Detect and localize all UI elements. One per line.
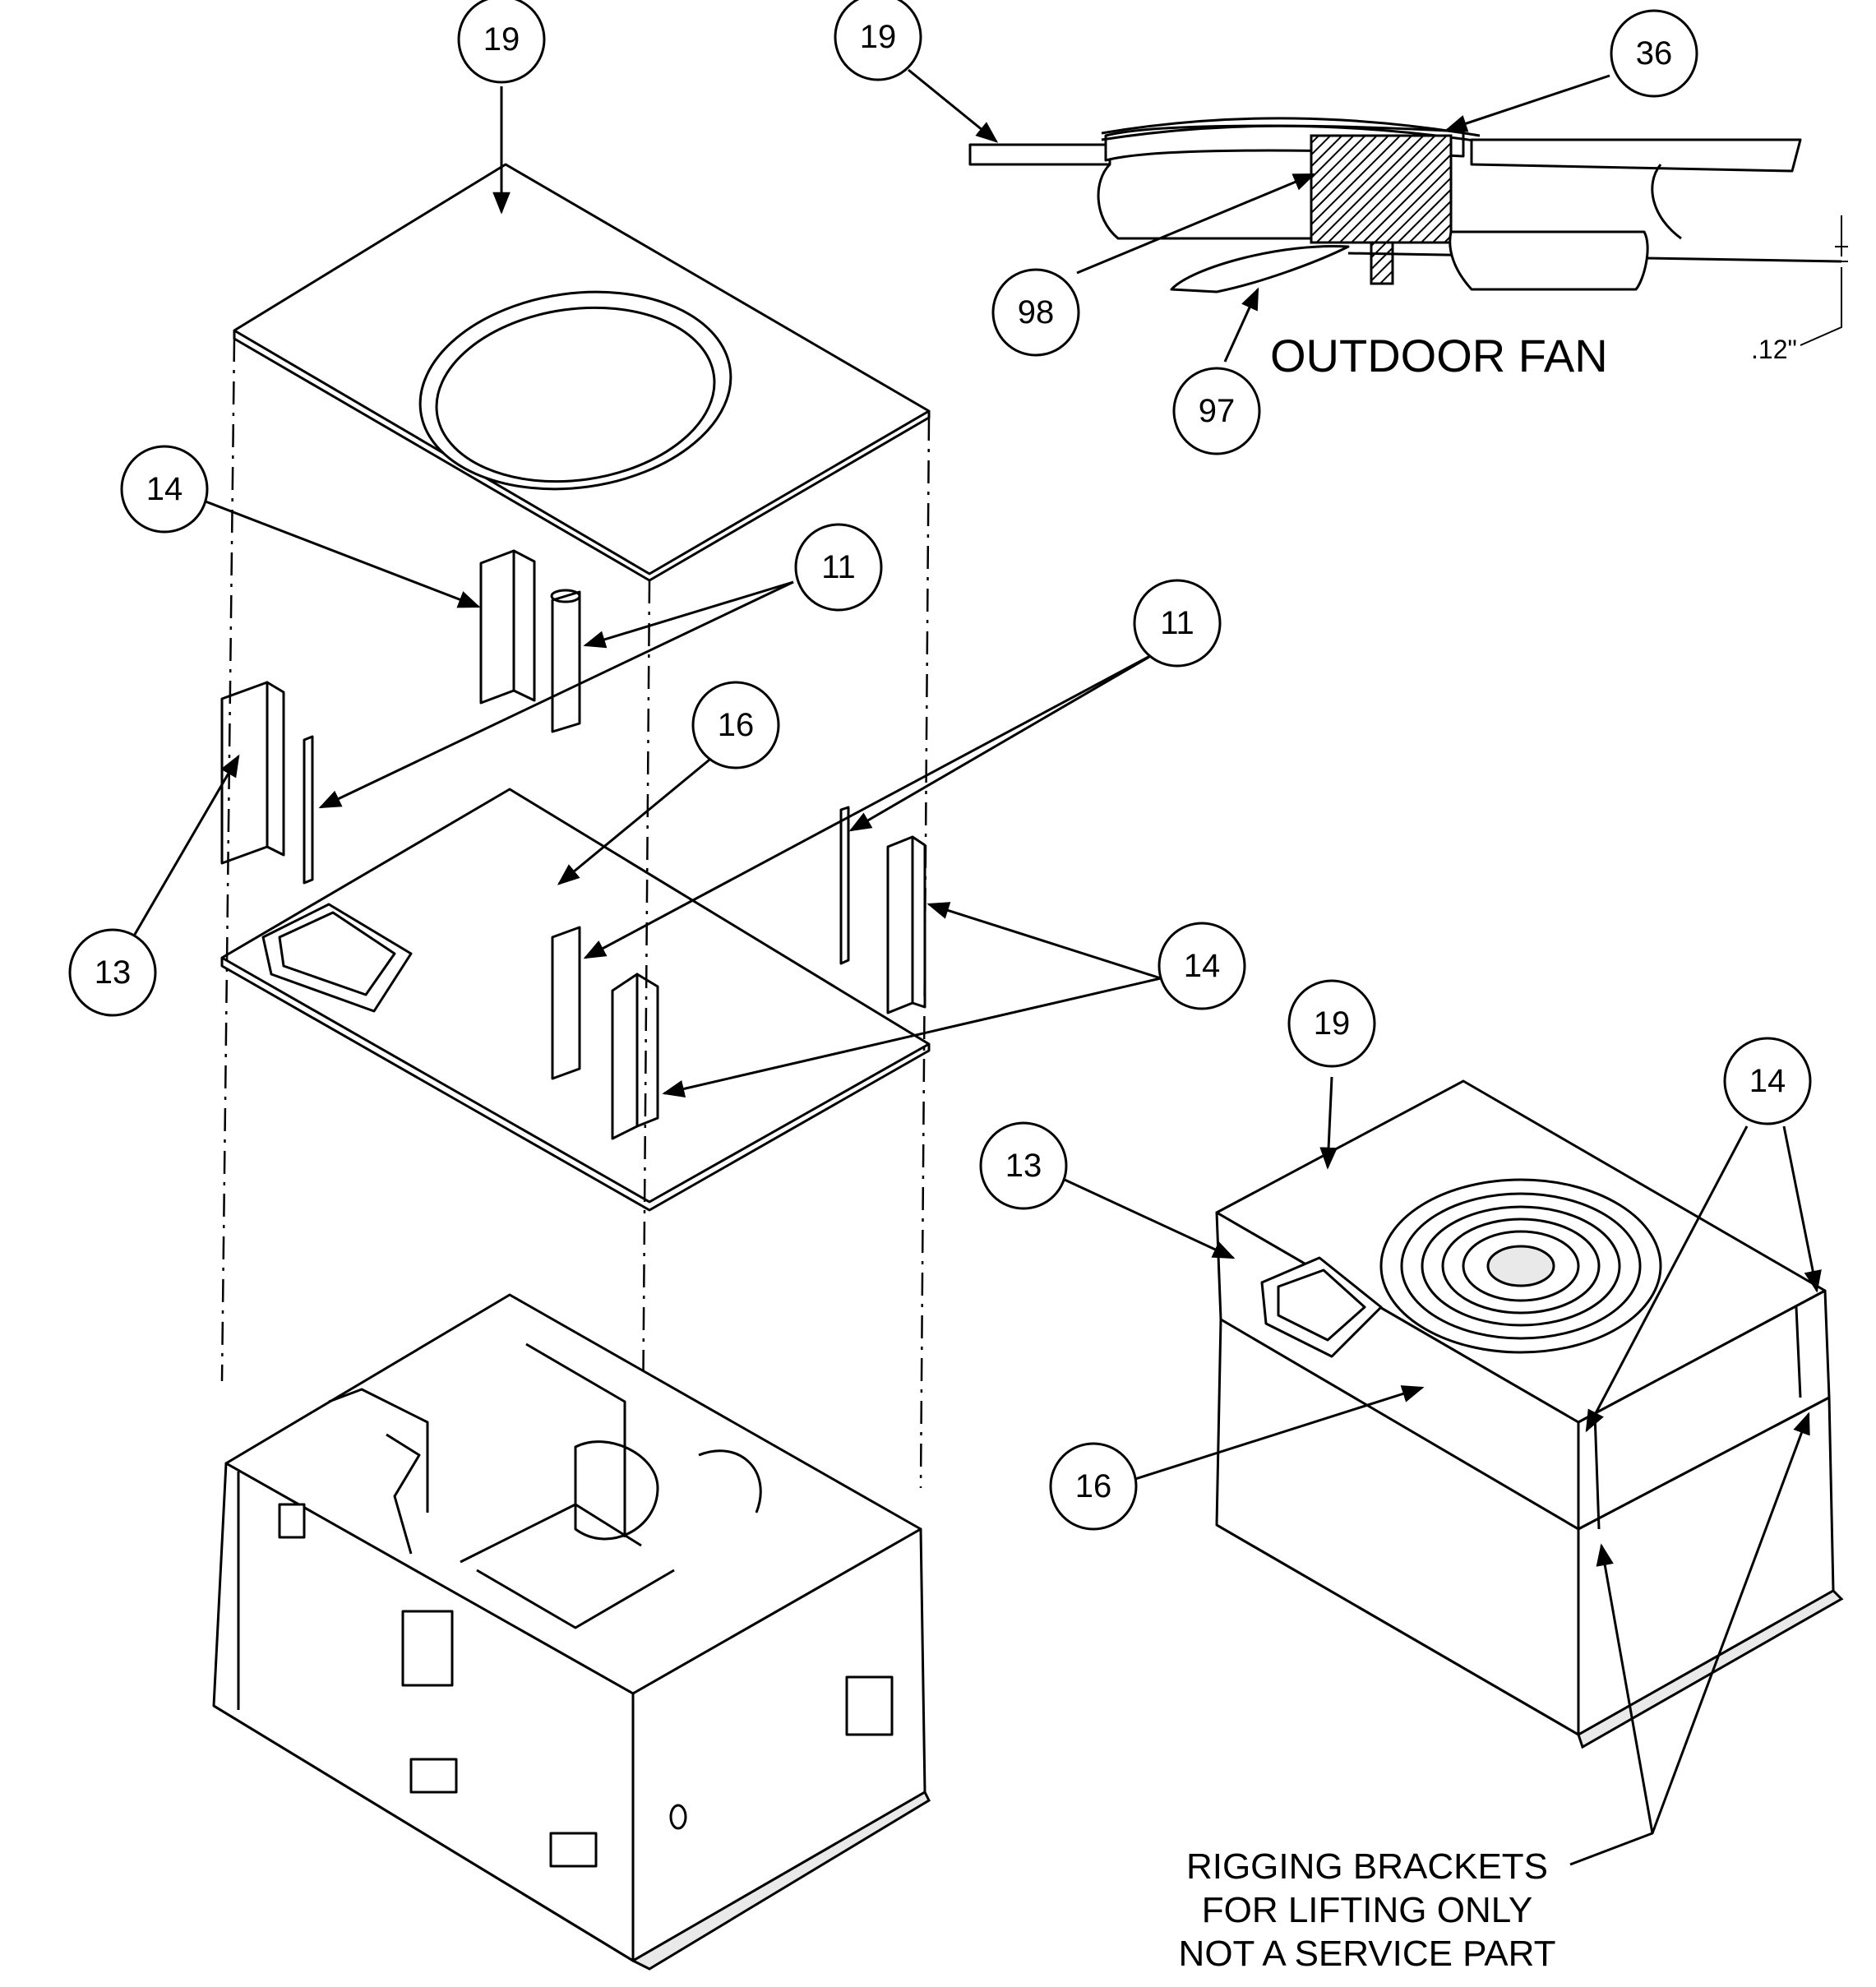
fan-motor — [1310, 134, 1453, 244]
callout-19-fan: 19 — [834, 0, 922, 81]
callout-11-right: 11 — [1133, 579, 1222, 668]
outdoor-fan-title: OUTDOOR FAN — [1270, 330, 1608, 381]
assembled-unit — [1215, 1079, 1844, 1749]
svg-text:19: 19 — [860, 19, 897, 55]
corner-post-left — [220, 681, 314, 885]
note-line-3: NOT A SERVICE PART — [1179, 1934, 1556, 1974]
callout-19-top: 19 — [457, 0, 546, 84]
callout-98: 98 — [991, 268, 1080, 357]
callout-13-assembled: 13 — [979, 1121, 1068, 1210]
svg-text:11: 11 — [821, 549, 856, 585]
svg-text:16: 16 — [718, 707, 755, 743]
fan-dimension-label: .12" — [1751, 335, 1797, 364]
callout-14-assembled: 14 — [1723, 1037, 1812, 1125]
callout-19-assembled: 19 — [1287, 979, 1376, 1068]
rigging-note: RIGGING BRACKETS FOR LIFTING ONLY NOT A … — [1179, 1846, 1556, 1974]
svg-text:14: 14 — [1184, 948, 1221, 984]
svg-text:98: 98 — [1018, 294, 1055, 330]
callout-16-exploded: 16 — [691, 681, 780, 769]
svg-text:19: 19 — [483, 21, 520, 58]
base-unit — [212, 1293, 931, 1971]
svg-text:13: 13 — [95, 954, 132, 991]
filler-strip-upper — [550, 589, 581, 733]
fan-blade-left — [1170, 244, 1350, 293]
corner-post-upper-left — [479, 549, 536, 705]
callout-14-upper-left: 14 — [120, 445, 209, 534]
top-panel — [233, 163, 931, 582]
fan-blade-right — [1449, 230, 1649, 291]
callout-14-right: 14 — [1157, 922, 1246, 1010]
corner-post-right — [839, 806, 926, 1014]
outdoor-fan-detail: .12" OUTDOOR FAN — [968, 117, 1848, 381]
callout-36: 36 — [1610, 9, 1698, 98]
leader-lines — [132, 68, 1822, 1866]
callout-16-assembled: 16 — [1049, 1442, 1138, 1531]
svg-text:97: 97 — [1199, 393, 1236, 429]
callout-13-exploded: 13 — [68, 928, 157, 1017]
callout-11-upper: 11 — [794, 523, 883, 612]
svg-text:16: 16 — [1075, 1468, 1112, 1504]
svg-text:36: 36 — [1636, 35, 1673, 72]
svg-text:14: 14 — [1749, 1063, 1786, 1099]
svg-text:11: 11 — [1160, 605, 1194, 641]
callout-97: 97 — [1172, 367, 1261, 455]
fan-opening — [418, 290, 732, 491]
svg-text:13: 13 — [1005, 1148, 1042, 1184]
middle-panel — [220, 788, 931, 1212]
note-line-1: RIGGING BRACKETS — [1186, 1846, 1548, 1887]
note-line-2: FOR LIFTING ONLY — [1202, 1890, 1533, 1930]
svg-text:14: 14 — [146, 471, 183, 507]
svg-text:19: 19 — [1314, 1005, 1351, 1042]
